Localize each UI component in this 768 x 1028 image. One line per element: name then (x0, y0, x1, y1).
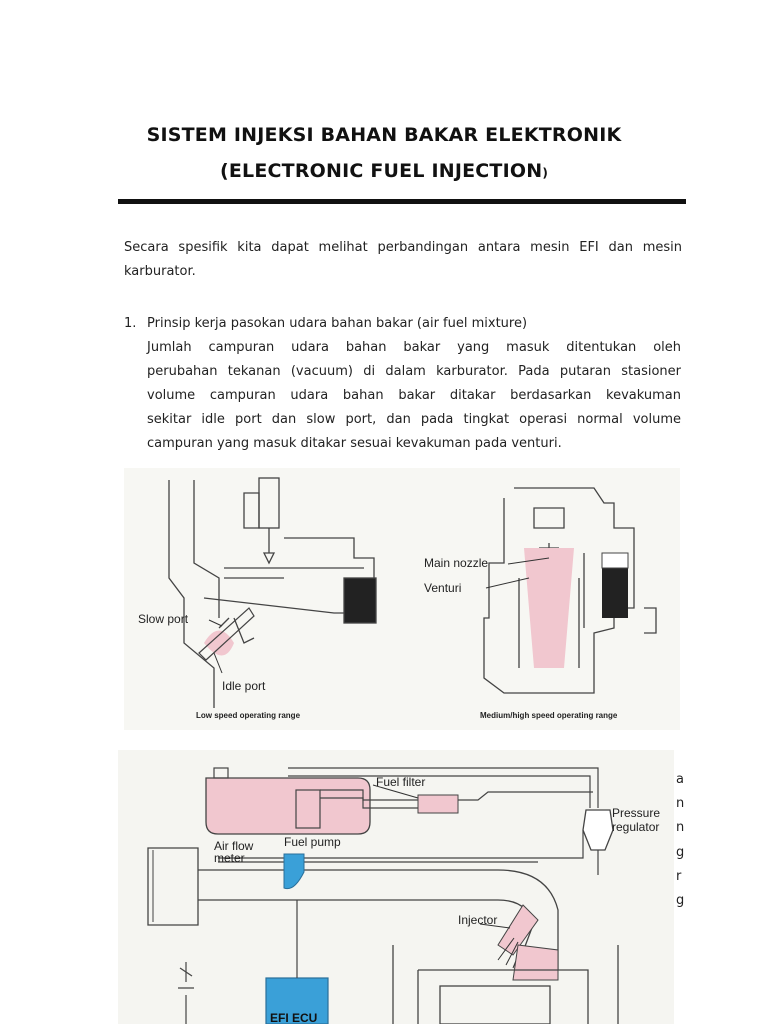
document-title-line-2: (ELECTRONIC FUEL INJECTION) (0, 160, 768, 182)
clipped-text-fragment: g (676, 845, 685, 860)
intro-line-1: Secara spesifik kita dapat melihat perba… (124, 240, 682, 255)
body-line: sekitar idle port dan slow port, dan pad… (147, 412, 681, 427)
intro-line-2: karburator. (124, 264, 196, 279)
list-item-body: Jumlah campuran udara bahan bakar yang m… (147, 336, 681, 456)
body-line: campuran yang masuk ditakar sesuai kevak… (147, 436, 562, 451)
caption-medium-high-speed: Medium/high speed operating range (480, 711, 618, 720)
title-line-2-main: (ELECTRONIC FUEL INJECTION (219, 160, 543, 182)
label-efi-ecu: EFI ECU (270, 1011, 317, 1024)
body-line: perubahan tekanan (vacuum) di dalam karb… (147, 364, 681, 379)
carburetor-figure: Slow port Idle port Main nozzle Venturi … (124, 468, 680, 730)
document-title-line-1: SISTEM INJEKSI BAHAN BAKAR ELEKTRONIK (146, 124, 622, 146)
list-item-title: Prinsip kerja pasokan udara bahan bakar … (147, 316, 528, 331)
efi-system-diagram: Fuel filter Pressure regulator Air flow … (147, 767, 660, 1025)
label-pressure: Pressure (612, 806, 660, 820)
intro-paragraph: Secara spesifik kita dapat melihat perba… (124, 236, 682, 284)
title-divider (118, 199, 686, 204)
label-fuel-pump: Fuel pump (284, 835, 341, 849)
title-line-2-close: ) (542, 166, 548, 180)
clipped-text-fragment: g (676, 893, 685, 908)
list-item-number: 1. (124, 316, 137, 331)
clipped-text-fragment: n (676, 796, 685, 811)
label-fuel-filter: Fuel filter (376, 775, 425, 789)
label-injector: Injector (458, 913, 497, 927)
body-line: volume campuran udara bahan bakar ditaka… (147, 388, 681, 403)
body-line: Jumlah campuran udara bahan bakar yang m… (147, 340, 681, 355)
clipped-text-fragment: a (676, 772, 684, 787)
label-venturi: Venturi (424, 581, 461, 595)
clipped-text-fragment: r (676, 869, 682, 884)
label-air-flow: Air flow (214, 839, 254, 853)
efi-system-figure: Fuel filter Pressure regulator Air flow … (118, 750, 674, 1025)
clipped-text-fragment: n (676, 820, 685, 835)
label-slow-port: Slow port (138, 612, 189, 626)
caption-low-speed: Low speed operating range (196, 711, 301, 720)
carburetor-diagram: Slow port Idle port Main nozzle Venturi … (138, 477, 657, 720)
label-main-nozzle: Main nozzle (424, 556, 488, 570)
label-meter: meter (214, 851, 245, 865)
label-idle-port: Idle port (222, 679, 266, 693)
label-regulator: regulator (612, 820, 659, 834)
